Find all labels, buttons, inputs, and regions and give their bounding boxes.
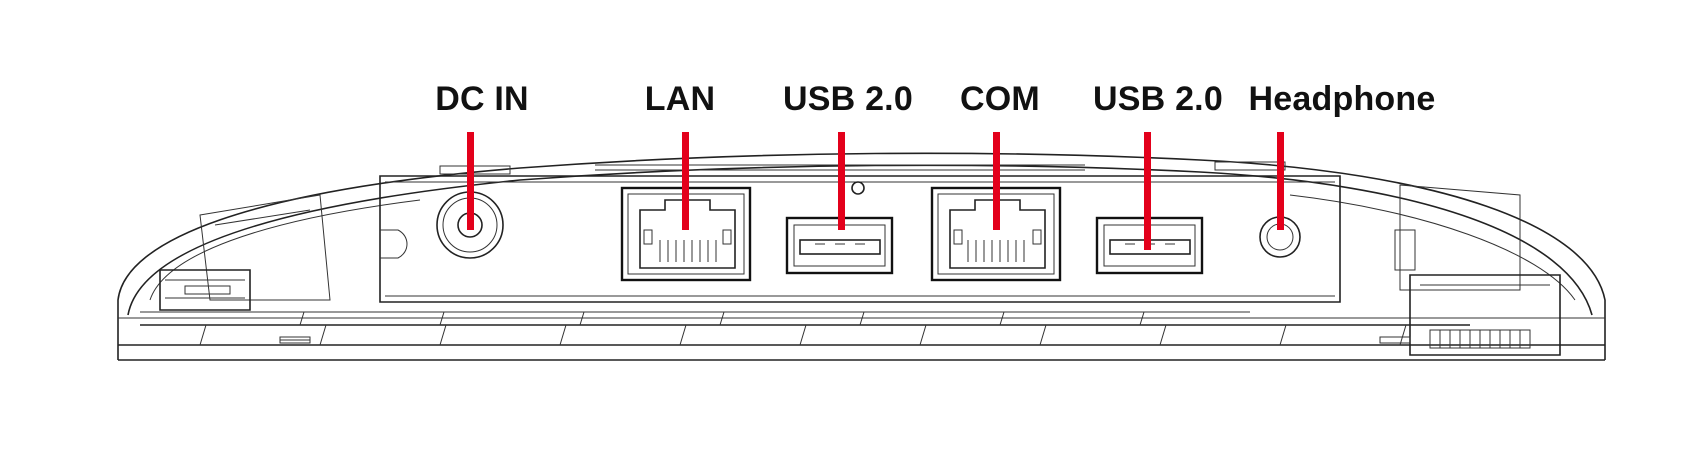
left-side-bracket	[159, 194, 331, 344]
right-side-bracket	[1379, 184, 1561, 356]
pointer-com	[993, 132, 1000, 230]
label-usb-2: USB 2.0	[1093, 80, 1223, 118]
port-pointers	[467, 132, 1284, 250]
pointer-usb-2	[1144, 132, 1151, 250]
device-housing	[117, 152, 1606, 361]
pointer-usb-1	[838, 132, 845, 230]
base-hatching	[199, 311, 1407, 346]
label-com: COM	[960, 80, 1040, 118]
label-headphone: Headphone	[1248, 80, 1436, 118]
pointer-dc-in	[467, 132, 474, 230]
label-dc-in: DC IN	[435, 80, 529, 118]
pointer-headphone	[1277, 132, 1284, 230]
label-lan: LAN	[644, 80, 716, 118]
pointer-lan	[682, 132, 689, 230]
label-usb-1: USB 2.0	[783, 80, 913, 118]
